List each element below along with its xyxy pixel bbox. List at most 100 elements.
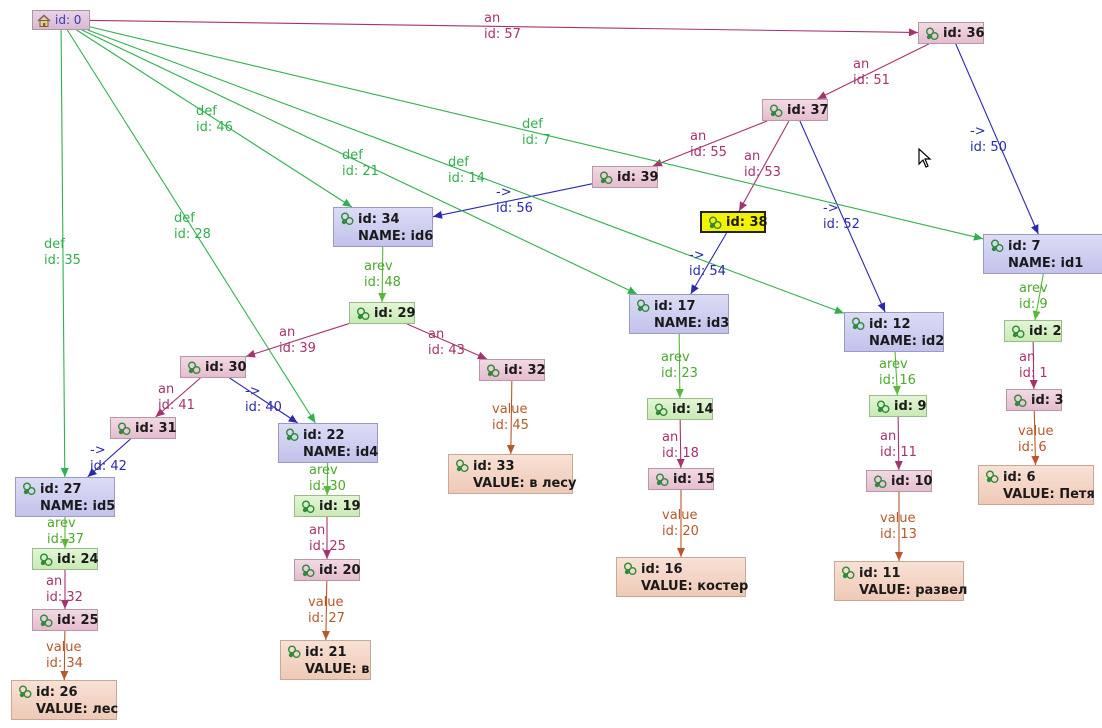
edge-type-label: an [744, 149, 761, 164]
node-type-icon [986, 470, 999, 483]
node-25[interactable]: id: 25 [32, 609, 99, 631]
edge-37-38[interactable] [738, 120, 790, 212]
edge-0-22[interactable] [66, 29, 316, 424]
edge-38-17[interactable] [690, 232, 728, 295]
edge-37-12[interactable] [799, 120, 886, 313]
edge-29-32[interactable] [406, 323, 488, 360]
node-3[interactable]: id: 3 [1006, 389, 1064, 411]
edge-29-30[interactable] [245, 323, 350, 357]
edge-0-27[interactable] [60, 29, 66, 478]
node-14[interactable]: id: 14 [647, 398, 714, 420]
edge-type-label: -> [970, 124, 986, 139]
node-name-label: NAME: id5 [40, 499, 116, 514]
edge-type-label: -> [245, 384, 261, 399]
edge-id-label: id: 52 [823, 217, 860, 232]
edge-id-label: id: 20 [662, 524, 699, 539]
edge-arrowhead-0-22 [307, 413, 316, 423]
node-id-label: id: 27 [40, 482, 82, 497]
node-15[interactable]: id: 15 [648, 468, 715, 490]
node-19[interactable]: id: 19 [294, 495, 361, 517]
edge-36-37[interactable] [817, 43, 929, 100]
edge-label-31-27: ->id: 42 [90, 443, 127, 475]
edge-id-label: id: 6 [1018, 440, 1047, 455]
node-name-label: NAME: id6 [358, 229, 434, 244]
edge-type-label: def [342, 148, 363, 163]
edge-0-7[interactable] [89, 26, 984, 240]
node-39[interactable]: id: 39 [592, 166, 659, 188]
edge-0-12[interactable] [87, 29, 845, 314]
node-0[interactable]: id: 0 [32, 10, 90, 30]
node-31[interactable]: id: 31 [110, 417, 177, 439]
edge-arrowhead-17-14 [675, 388, 684, 398]
edge-id-label: id: 11 [880, 445, 917, 460]
edge-34-29[interactable] [381, 246, 384, 303]
node-text: id: 24 [57, 551, 99, 568]
edge-type-label: def [448, 155, 469, 170]
node-36[interactable]: id: 36 [918, 22, 985, 44]
node-9[interactable]: id: 9 [869, 395, 927, 417]
edge-0-17[interactable] [81, 29, 638, 295]
edge-37-39[interactable] [652, 120, 768, 167]
edge-arrowhead-37-39 [652, 158, 663, 167]
edge-arrowhead-0-12 [834, 306, 844, 314]
node-name-label: VALUE: в [305, 662, 370, 677]
edge-arrowhead-30-22 [288, 414, 298, 423]
edge-30-22[interactable] [229, 377, 299, 424]
edge-type-label: value [1018, 424, 1054, 439]
edge-id-label: id: 55 [690, 145, 727, 160]
edge-30-31[interactable] [155, 377, 201, 418]
node-10[interactable]: id: 10 [866, 470, 933, 492]
edge-id-label: id: 21 [342, 164, 379, 179]
node-30[interactable]: id: 30 [180, 356, 247, 378]
edge-31-27[interactable] [87, 438, 131, 478]
node-type-icon [118, 422, 131, 435]
node-2[interactable]: id: 2 [1004, 320, 1062, 342]
edge-arrowhead-38-17 [690, 284, 699, 294]
edge-32-33[interactable] [510, 380, 513, 455]
edge-17-14[interactable] [678, 333, 681, 399]
node-27[interactable]: id: 27 NAME: id5 [15, 477, 115, 517]
node-37[interactable]: id: 37 [762, 99, 829, 121]
node-24[interactable]: id: 24 [32, 548, 99, 570]
node-32[interactable]: id: 32 [479, 359, 546, 381]
edge-id-label: id: 48 [364, 275, 401, 290]
edge-39-34[interactable] [432, 183, 593, 218]
edge-id-label: id: 39 [279, 341, 316, 356]
edge-36-7[interactable] [955, 43, 1039, 235]
edge-type-label: an [309, 523, 326, 538]
node-text: id: 36 [943, 25, 985, 42]
edge-0-36[interactable] [89, 19, 919, 34]
edge-arrowhead-2-3 [1029, 379, 1038, 389]
edge-arrowhead-25-26 [60, 670, 69, 680]
node-text: id: 20 [319, 562, 361, 579]
node-name-label: NAME: id1 [1008, 256, 1084, 271]
node-name-label: VALUE: костер [641, 579, 749, 594]
edge-20-21[interactable] [325, 580, 328, 641]
node-20[interactable]: id: 20 [294, 559, 361, 581]
edge-0-34[interactable] [76, 29, 353, 208]
edge-3-6[interactable] [1033, 410, 1037, 466]
node-38[interactable]: id: 38 [700, 211, 768, 233]
edge-id-label: id: 42 [90, 459, 127, 474]
node-type-icon [1012, 325, 1025, 338]
node-29[interactable]: id: 29 [349, 302, 416, 324]
